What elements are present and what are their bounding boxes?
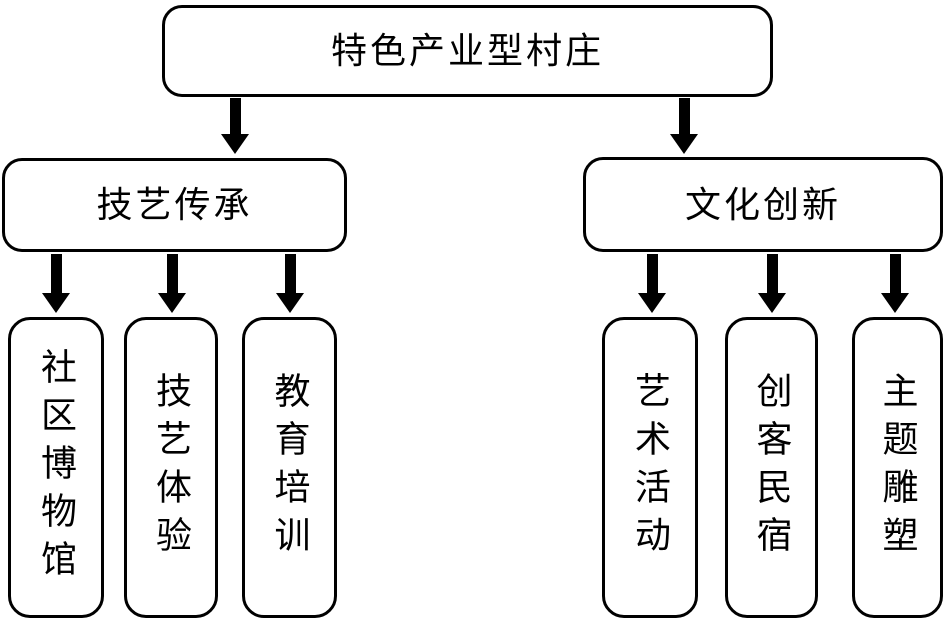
arrow-head xyxy=(758,293,786,313)
node-maker-homestay-label: 创客民宿 xyxy=(751,371,792,564)
node-art-activities: 艺术活动 xyxy=(602,317,698,618)
node-education-training: 教育培训 xyxy=(242,317,337,618)
arrow-head xyxy=(42,293,70,313)
node-art-activities-label: 艺术活动 xyxy=(630,371,670,564)
arrow-to-art-activities-icon xyxy=(638,254,666,313)
arrow-head xyxy=(670,134,698,154)
node-craft-heritage-label: 技艺传承 xyxy=(96,185,253,225)
arrow-shaft xyxy=(766,254,778,293)
arrow-head xyxy=(638,293,666,313)
node-theme-sculpture-label: 主题雕塑 xyxy=(877,371,918,564)
node-maker-homestay: 创客民宿 xyxy=(725,317,818,618)
arrow-head xyxy=(881,293,909,313)
arrow-shaft xyxy=(284,254,296,293)
node-education-training-label: 教育培训 xyxy=(269,371,310,564)
arrow-to-community-museum-icon xyxy=(42,254,70,313)
node-craft-heritage: 技艺传承 xyxy=(2,158,347,252)
node-community-museum-label: 社区博物馆 xyxy=(36,347,76,588)
arrow-shaft xyxy=(889,254,901,293)
arrow-to-craft-experience-icon xyxy=(158,254,186,313)
node-community-museum: 社区博物馆 xyxy=(8,317,104,618)
arrow-shaft xyxy=(50,254,62,293)
node-culture-innovation: 文化创新 xyxy=(583,157,943,252)
arrow-to-maker-homestay-icon xyxy=(758,254,786,313)
node-craft-experience-label: 技艺体验 xyxy=(151,371,191,564)
arrow-root-to-culture-innovation-icon xyxy=(670,98,698,154)
arrow-to-education-training-icon xyxy=(276,254,304,313)
arrow-head xyxy=(221,134,249,154)
arrow-shaft xyxy=(229,98,241,134)
arrow-root-to-craft-heritage-icon xyxy=(221,98,249,154)
arrow-shaft xyxy=(166,254,178,293)
node-culture-innovation-label: 文化创新 xyxy=(684,184,841,225)
arrow-head xyxy=(276,293,304,313)
arrow-shaft xyxy=(646,254,658,293)
node-craft-experience: 技艺体验 xyxy=(124,317,218,618)
arrow-head xyxy=(158,293,186,313)
node-theme-sculpture: 主题雕塑 xyxy=(852,317,943,618)
arrow-to-theme-sculpture-icon xyxy=(881,254,909,313)
arrow-shaft xyxy=(678,98,690,134)
node-root: 特色产业型村庄 xyxy=(162,5,773,97)
node-root-label: 特色产业型村庄 xyxy=(330,31,604,71)
